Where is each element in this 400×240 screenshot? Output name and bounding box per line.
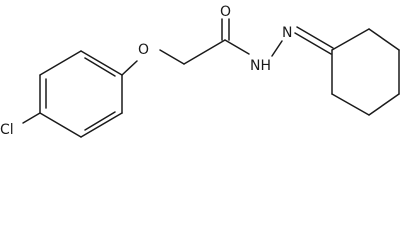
ring-bond bbox=[368, 28, 400, 51]
nh-label: NH bbox=[250, 58, 271, 74]
ether-oxygen-label: O bbox=[138, 42, 149, 58]
ring-bond bbox=[80, 50, 123, 76]
chlorine-label: Cl bbox=[0, 122, 14, 138]
cyclohexane-ring bbox=[331, 28, 400, 116]
c-cl-bond bbox=[22, 112, 41, 124]
ring-bond bbox=[331, 28, 370, 51]
ring-double-bond bbox=[84, 57, 116, 77]
ring-bond bbox=[331, 93, 370, 116]
chemical-structure-diagram: Cl O O NH N bbox=[0, 4, 400, 138]
imine-double-bond bbox=[294, 32, 332, 55]
c-nh-bond bbox=[224, 39, 250, 55]
carbonyl-oxygen-label: O bbox=[220, 4, 231, 20]
nh-n-bond bbox=[271, 40, 283, 57]
ring-double-bond bbox=[84, 111, 116, 131]
ring-bond bbox=[39, 112, 82, 138]
imine-nitrogen-label: N bbox=[282, 25, 292, 41]
ch2-c-bond bbox=[183, 39, 226, 65]
c-o-ether-bond bbox=[121, 60, 138, 76]
ring-bond bbox=[368, 93, 400, 116]
ring-bond bbox=[39, 50, 82, 76]
ring-bond bbox=[80, 112, 123, 138]
imine-double-bond bbox=[296, 26, 334, 49]
chlorophenyl-ring bbox=[39, 50, 123, 138]
o-ch2-bond bbox=[159, 49, 185, 65]
